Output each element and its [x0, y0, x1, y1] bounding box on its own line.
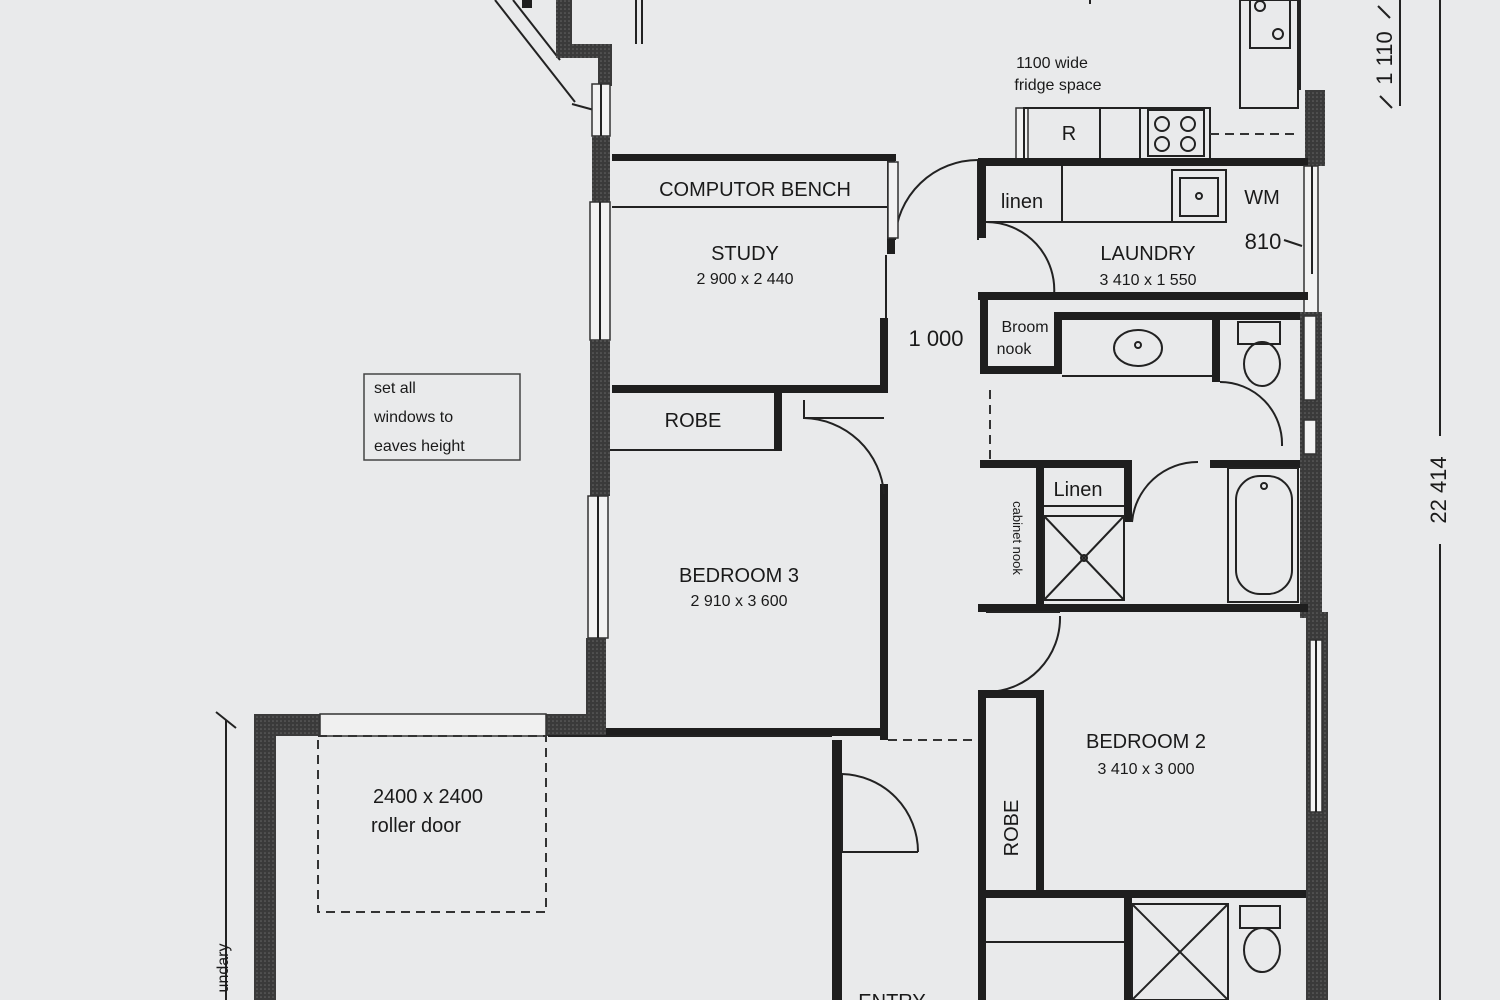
fridge-note-line2: fridge space: [1014, 77, 1101, 94]
roller-door-line1: 2400 x 2400: [373, 786, 483, 808]
dimension-lines: [1377, 0, 1441, 1000]
windows-note-box: [363, 373, 521, 461]
linen-hall-label: Linen: [1054, 479, 1103, 501]
laundry-door-dim: 810: [1245, 229, 1282, 254]
study-title: STUDY: [711, 243, 779, 265]
garage: [215, 711, 832, 1000]
west-wall: [586, 83, 611, 728]
study-dims: 2 900 x 2 440: [697, 271, 794, 288]
bedroom3-dims: 2 910 x 3 600: [691, 593, 788, 610]
fridge-label: R: [1062, 123, 1076, 145]
bedroom3-room: [604, 393, 888, 740]
windows-note-line1: set all: [374, 380, 416, 397]
fridge-note-line1: 1100 wide: [1016, 55, 1088, 72]
windows-note-line2: windows to: [373, 409, 453, 426]
computer-bench-label: COMPUTOR BENCH: [659, 179, 851, 201]
laundry-title: LAUNDRY: [1100, 243, 1195, 265]
top-corner-walls: [494, 0, 643, 111]
linen-laundry-label: linen: [1001, 191, 1043, 213]
bedroom2-title: BEDROOM 2: [1086, 731, 1206, 753]
washing-machine-label: WM: [1244, 187, 1280, 209]
hall-entry: [832, 739, 978, 1000]
laundry-dims: 3 410 x 1 550: [1100, 272, 1197, 289]
top-right-dim: 1 110: [1372, 31, 1397, 84]
bedroom3-title: BEDROOM 3: [679, 565, 799, 587]
bedroom2-room: [978, 611, 1328, 1000]
overall-length-dim: 22 414: [1426, 456, 1451, 523]
windows-note-line3: eaves height: [374, 438, 465, 455]
boundary-label: undary: [215, 944, 232, 993]
laundry-room: [978, 158, 1319, 315]
bathroom-block: [978, 298, 1322, 618]
roller-door-line2: roller door: [371, 815, 461, 837]
broom-nook-line1: Broom: [1001, 319, 1048, 336]
robe-bed2-label: ROBE: [1001, 800, 1023, 857]
entry-title: ENTRY: [858, 991, 925, 1000]
cabinet-nook-label: cabinet nook: [1010, 501, 1025, 575]
bedroom2-dims: 3 410 x 3 000: [1098, 761, 1195, 778]
hall-width-dim: 1 000: [908, 326, 963, 351]
broom-nook-line2: nook: [997, 341, 1033, 358]
robe-top-label: ROBE: [665, 410, 722, 432]
kitchen-area: [1015, 0, 1325, 166]
